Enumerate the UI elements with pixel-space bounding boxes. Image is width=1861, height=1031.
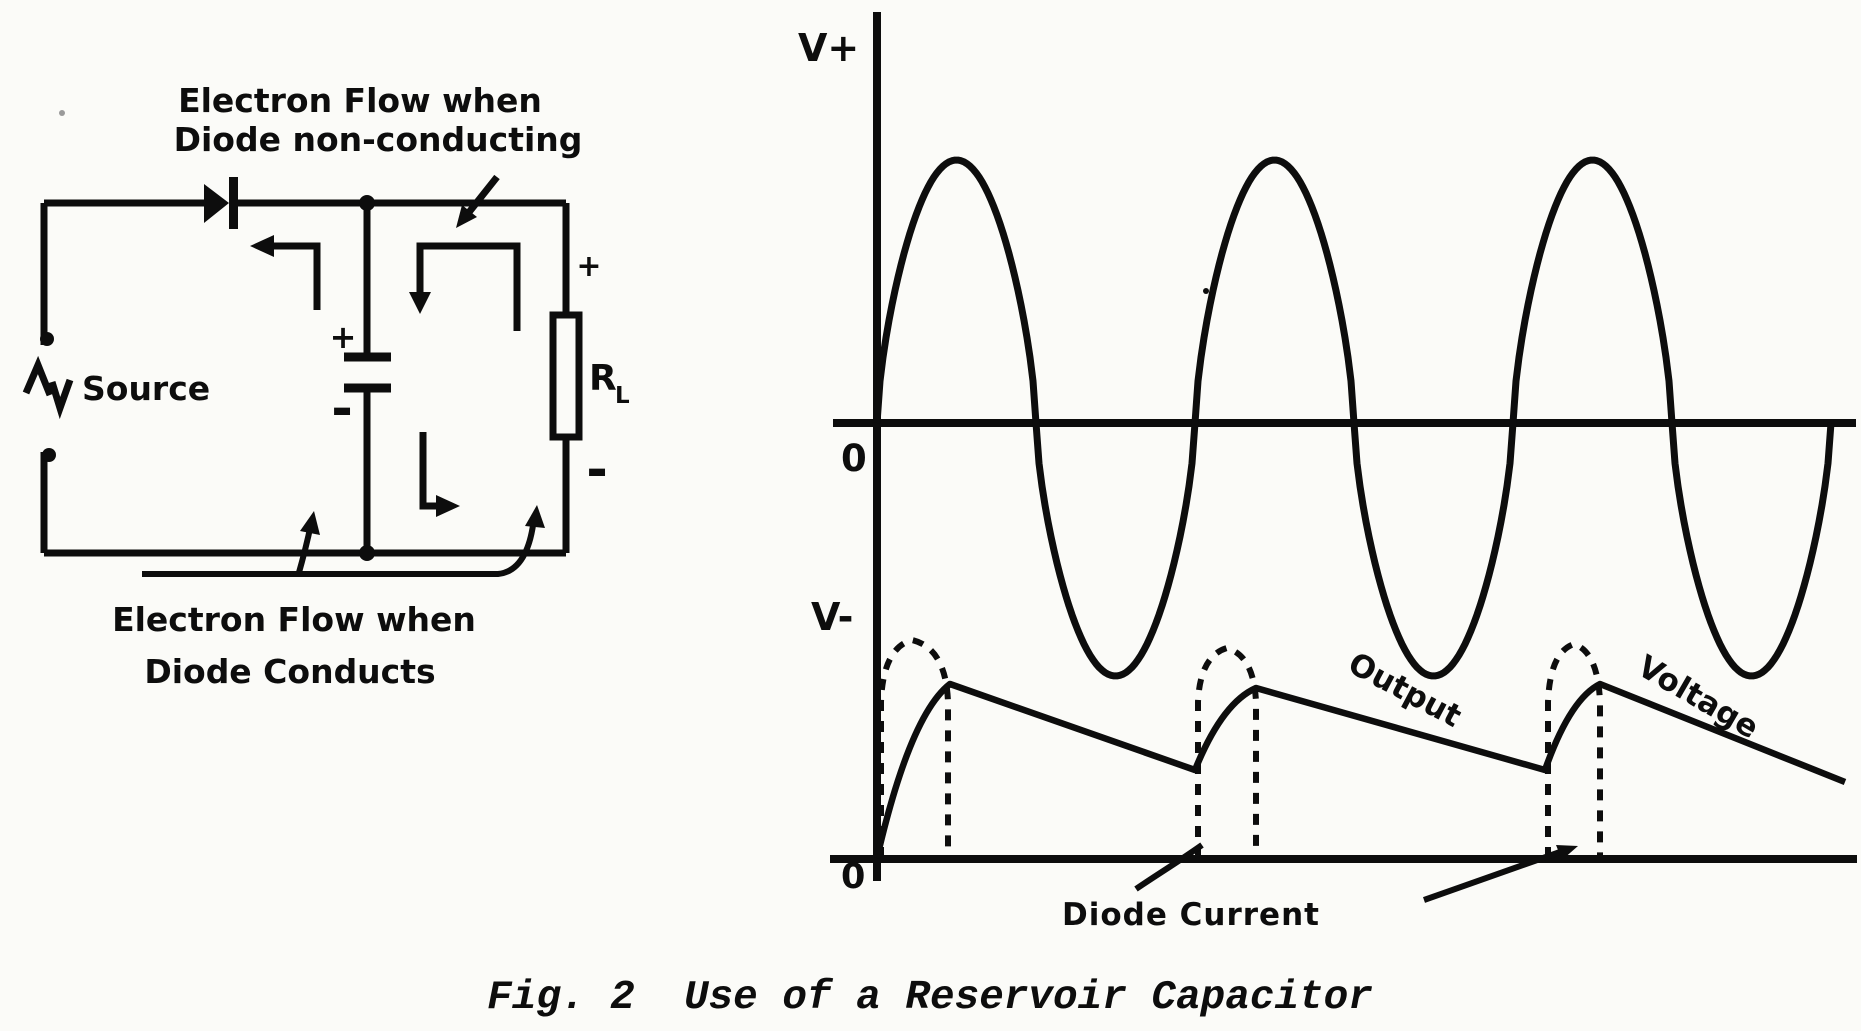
- input-voltage-curve: [873, 156, 1835, 680]
- bottom-annotation-line2: Diode Conducts: [144, 652, 435, 691]
- scan-speck: [59, 110, 65, 116]
- diode-current-label: Diode Current: [1062, 897, 1320, 933]
- load-plus-label: +: [576, 249, 601, 284]
- ac-source-icon: [22, 355, 74, 420]
- v-plus-label: V+: [798, 26, 859, 70]
- output-label-word2: Voltage: [1631, 648, 1764, 746]
- figure-caption: Fig. 2 Use of a Reservoir Capacitor: [487, 975, 1373, 1021]
- zero-upper-label: 0: [841, 437, 867, 480]
- capacitor-minus-label: -: [331, 379, 353, 439]
- top-annotation-line2: Diode non-conducting: [174, 120, 583, 159]
- top-annotation-line1: Electron Flow when: [178, 81, 542, 120]
- diode-current-leader-right: [1423, 845, 1578, 903]
- zero-lower-label: 0: [841, 857, 865, 897]
- electron-flow-underline-arrow: [142, 505, 545, 577]
- load-minus-label: -: [586, 440, 608, 500]
- leader-arrowhead: [1556, 845, 1578, 860]
- graph-axes: [830, 12, 1857, 881]
- annotation-arrow-top: [456, 174, 500, 228]
- diode-current-pulse: [878, 636, 951, 858]
- v-minus-label: V-: [811, 595, 853, 639]
- diode-cathode-bar: [229, 177, 238, 229]
- diode-current-leader-left: [1134, 842, 1204, 892]
- output-label-word1: Output: [1342, 646, 1467, 735]
- capacitor-plus-label: +: [330, 318, 357, 356]
- load-resistor-label: R: [589, 358, 617, 399]
- diode-anode-triangle: [204, 184, 229, 223]
- load-resistor-subscript: L: [615, 383, 630, 409]
- diode-current-pulse: [1195, 644, 1259, 858]
- wire-end-cap-bottom: [42, 448, 56, 462]
- source-label: Source: [82, 369, 210, 408]
- scan-speck: [1203, 288, 1209, 294]
- circuit-diagram: Electron Flow when Diode non-conducting …: [22, 81, 630, 691]
- wire-end-cap-top: [40, 332, 54, 346]
- load-resistor-body: [549, 311, 583, 441]
- diode-icon: [204, 177, 238, 229]
- electron-flow-arrow-bottom-left: [295, 511, 320, 577]
- electron-flow-arrow-load-loop: [409, 242, 521, 331]
- bottom-annotation-line1: Electron Flow when: [112, 600, 476, 639]
- electron-flow-arrow-load-down: [419, 432, 460, 517]
- diode-current-pulse: [1545, 640, 1603, 858]
- junction-dot-bottom: [359, 545, 375, 561]
- junction-dot-top: [359, 195, 375, 211]
- output-voltage-curve: [873, 680, 1847, 859]
- capacitor-icon: [344, 352, 391, 393]
- electron-flow-arrow-capacitor: [250, 235, 321, 310]
